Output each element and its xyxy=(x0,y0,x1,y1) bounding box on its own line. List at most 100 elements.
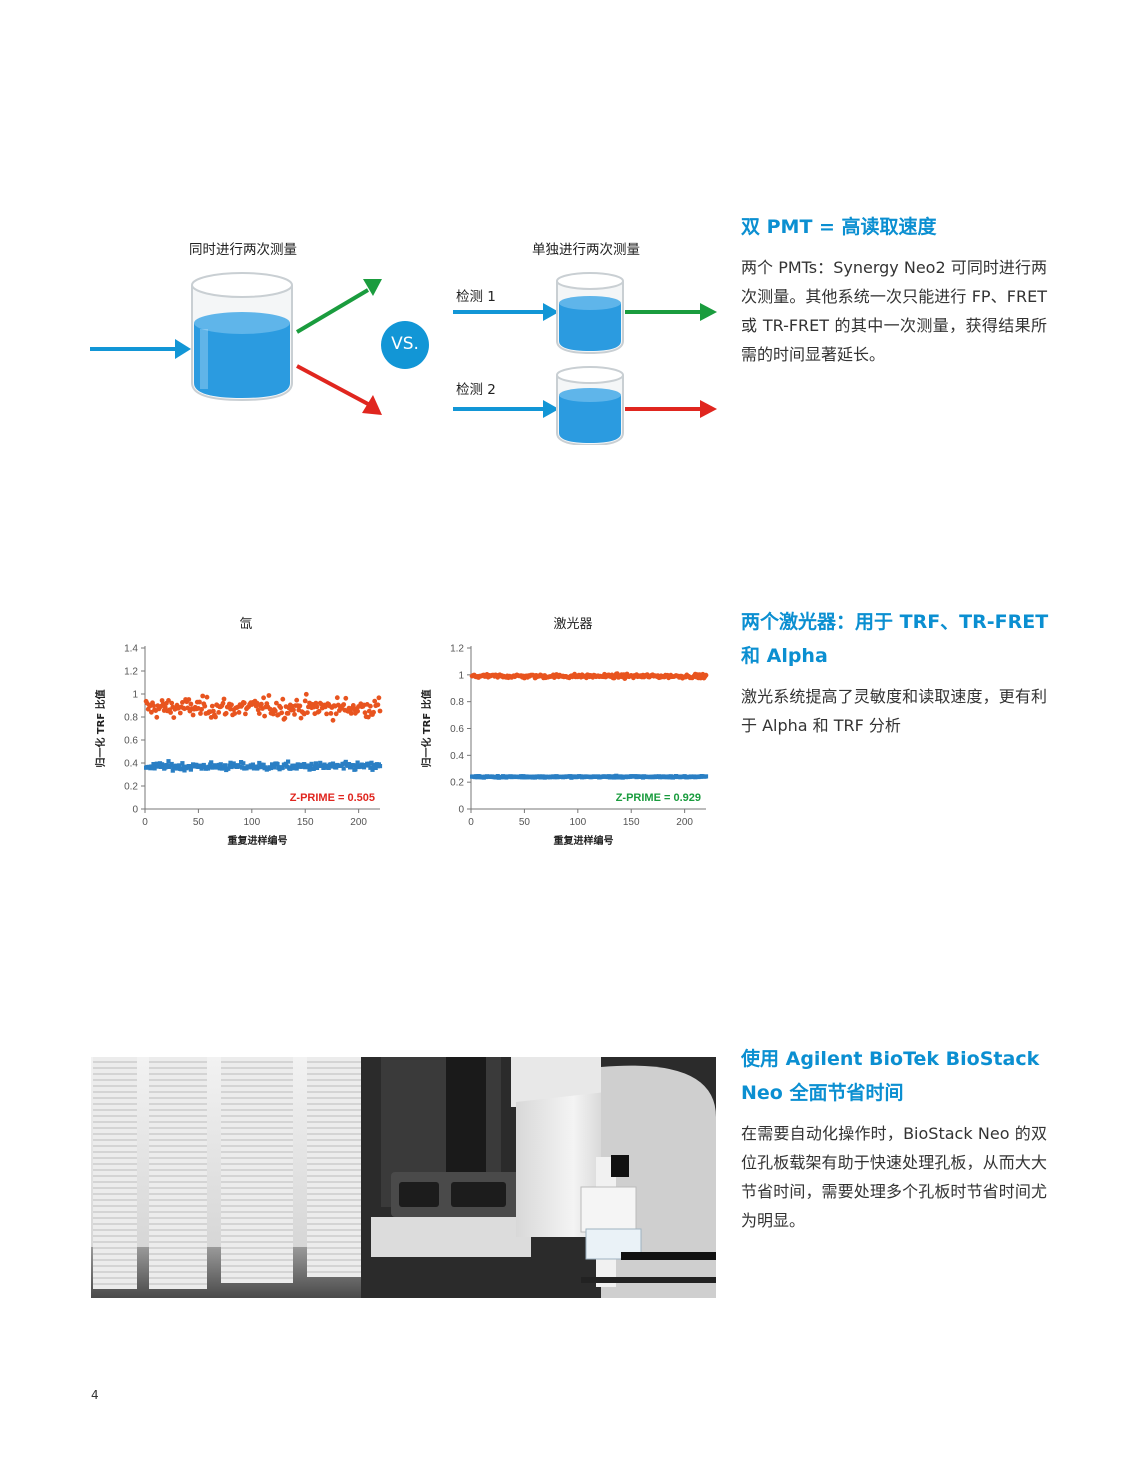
data-point-orange xyxy=(259,701,264,707)
data-point-orange xyxy=(305,710,310,715)
z-prime-annotation: Z-PRIME = 0.929 xyxy=(616,792,701,804)
pmt-heading: 双 PMT = 高读取速度 xyxy=(741,216,937,238)
data-point-orange xyxy=(236,710,242,715)
data-point-orange xyxy=(328,711,334,716)
laser-body: 激光系统提高了灵敏度和读取速度，更有利于 Alpha 和 TRF 分析 xyxy=(741,687,1047,735)
data-point-orange xyxy=(254,700,260,706)
data-point-blue xyxy=(174,766,180,771)
data-point-orange xyxy=(256,711,262,716)
data-point-blue xyxy=(166,759,171,764)
data-point-orange xyxy=(362,710,368,716)
y-tick-label: 1 xyxy=(458,670,464,681)
data-point-orange xyxy=(197,699,202,705)
x-axis-title: 重复进样编号 xyxy=(228,834,288,847)
data-point-orange xyxy=(350,703,356,708)
biostack-illustration xyxy=(91,1057,716,1298)
data-point-blue xyxy=(187,764,192,769)
data-point-orange xyxy=(279,710,285,716)
data-point-orange xyxy=(171,715,177,720)
data-point-orange xyxy=(208,715,214,720)
data-point-blue xyxy=(223,763,228,768)
x-tick-label: 150 xyxy=(297,817,314,828)
data-point-orange xyxy=(149,709,154,715)
data-point-blue xyxy=(293,763,298,768)
data-point-orange xyxy=(292,712,297,717)
data-point-blue xyxy=(283,761,289,766)
data-point-blue xyxy=(308,764,313,769)
data-point-blue xyxy=(306,764,311,770)
data-point-blue xyxy=(207,764,212,769)
data-point-orange xyxy=(241,700,247,706)
pmt-diagram xyxy=(90,272,717,445)
data-point-blue xyxy=(241,761,246,766)
biostack-heading: 使用 Agilent BioTek BioStack Neo 全面节省时间 xyxy=(741,1048,1040,1104)
data-point-orange xyxy=(220,700,226,706)
data-point-orange xyxy=(262,713,267,719)
data-point-blue xyxy=(165,764,170,769)
data-point-orange xyxy=(302,698,308,704)
data-point-blue xyxy=(154,761,159,766)
data-point-orange xyxy=(255,707,261,713)
data-point-blue xyxy=(341,766,346,771)
data-point-blue xyxy=(377,764,383,769)
data-point-blue xyxy=(291,766,296,771)
data-point-blue xyxy=(250,762,255,767)
data-point-orange xyxy=(375,702,381,708)
red-output-arrow xyxy=(296,364,382,415)
data-point-orange xyxy=(232,711,238,716)
data-point-orange xyxy=(333,711,339,717)
data-point-blue xyxy=(163,765,168,770)
data-point-orange xyxy=(298,715,304,721)
xenon-chart-title: 氙 xyxy=(239,617,253,632)
y-tick-label: 0.2 xyxy=(450,778,464,789)
data-point-blue xyxy=(152,766,157,771)
data-point-orange xyxy=(376,695,382,701)
data-point-blue xyxy=(309,761,314,766)
y-tick-label: 1 xyxy=(132,690,138,701)
x-tick-label: 150 xyxy=(623,817,640,828)
data-point-blue xyxy=(311,766,316,771)
input-arrow xyxy=(90,339,191,359)
vs-badge xyxy=(381,321,429,369)
data-point-blue xyxy=(313,761,318,766)
x-tick-label: 0 xyxy=(142,817,148,828)
data-point-orange xyxy=(282,715,288,721)
y-tick-label: 0.4 xyxy=(124,759,138,770)
data-point-orange xyxy=(211,708,216,714)
data-point-orange xyxy=(377,708,383,714)
data-point-blue xyxy=(312,764,317,769)
laser-heading: 两个激光器：用于 TRF、TR-FRET 和 Alpha xyxy=(741,611,1049,667)
laser-chart-title: 激光器 xyxy=(553,617,593,632)
data-point-orange xyxy=(343,695,349,701)
data-point-orange xyxy=(261,695,266,701)
y-tick-label: 0.4 xyxy=(450,751,464,762)
x-tick-label: 0 xyxy=(468,817,474,828)
data-point-blue xyxy=(177,763,182,768)
data-point-blue xyxy=(307,767,312,772)
data-point-blue xyxy=(329,764,334,769)
data-point-blue xyxy=(257,760,262,766)
data-point-blue xyxy=(198,763,203,768)
detect2-label: 检测 2 xyxy=(456,382,496,398)
data-point-orange xyxy=(154,714,160,720)
data-point-blue xyxy=(261,762,266,767)
data-point-blue xyxy=(317,763,322,768)
data-point-orange xyxy=(209,703,215,709)
data-point-orange xyxy=(166,698,171,703)
data-point-blue xyxy=(353,767,358,772)
data-point-orange xyxy=(348,711,354,716)
x-tick-label: 200 xyxy=(350,817,367,828)
data-point-orange xyxy=(313,700,319,706)
data-point-blue xyxy=(226,766,231,771)
data-point-orange xyxy=(204,694,210,700)
data-point-orange xyxy=(274,700,279,706)
data-point-orange xyxy=(177,710,183,716)
y-axis-title: 归一化 TRF 比值 xyxy=(420,689,433,767)
data-point-blue xyxy=(355,760,360,765)
data-point-orange xyxy=(151,703,156,708)
data-point-orange xyxy=(180,700,185,705)
data-point-blue xyxy=(217,766,222,771)
data-point-blue xyxy=(249,765,254,770)
y-tick-label: 0 xyxy=(458,805,464,816)
